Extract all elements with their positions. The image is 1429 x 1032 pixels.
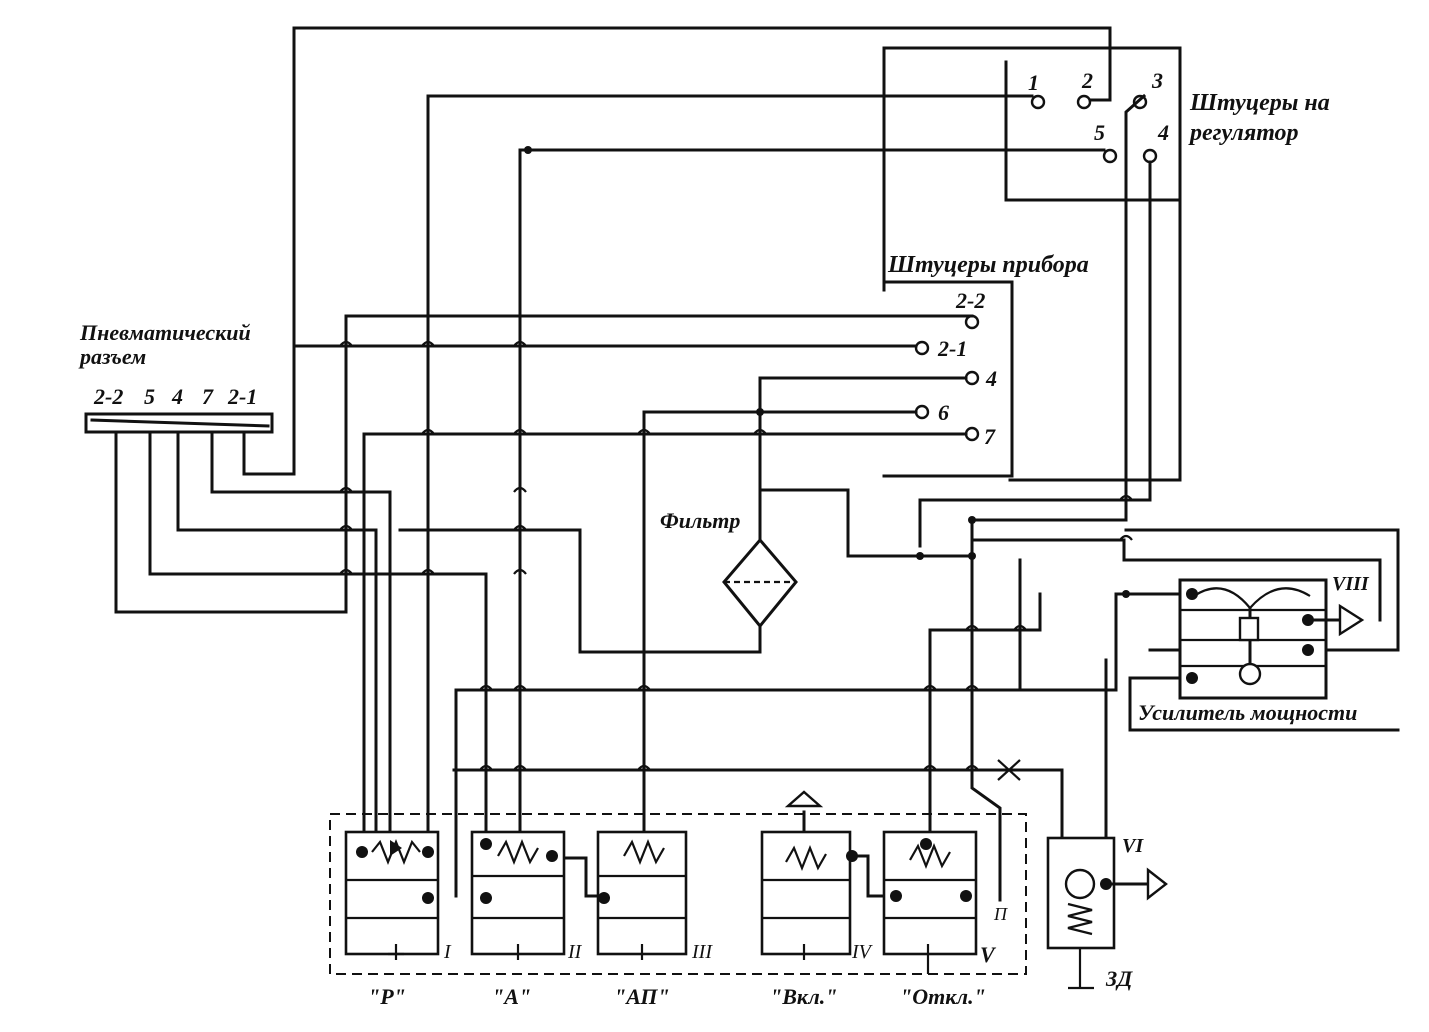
pressure-relay	[1046, 836, 1168, 990]
valve-group-enclosure	[329, 813, 1027, 975]
filter-label: Фильтр	[660, 508, 740, 533]
amplifier-numeral: VIII	[1332, 573, 1370, 595]
connector-pin-4: 4	[171, 384, 183, 409]
valve-V	[882, 830, 978, 974]
connector-pin-2-2: 2-2	[93, 384, 123, 409]
valve-II-caption: "А"	[492, 984, 531, 1009]
device-port-4: 4	[985, 366, 997, 391]
regulator-port-2: 2	[1081, 68, 1093, 93]
connector-pin-2-1: 2-1	[227, 384, 257, 409]
amplifier-label: Усилитель мощности	[1138, 700, 1357, 725]
junction-dots	[524, 146, 1130, 598]
connector-pin-5: 5	[144, 384, 155, 409]
valve-I	[344, 830, 440, 960]
relay-label: ЗД	[1105, 966, 1133, 991]
valve-IV	[760, 790, 858, 960]
valve-numerals: I II III IV V П	[443, 904, 1008, 967]
p-mark: П	[993, 904, 1008, 924]
device-port-labels: 2-2 2-1 4 6 7	[937, 288, 997, 449]
device-port-6: 6	[938, 400, 949, 425]
power-amplifier	[1178, 578, 1365, 700]
valve-IV-numeral: IV	[851, 941, 874, 963]
valve-captions: "Р" "А" "АП" "Вкл." "Откл."	[368, 984, 986, 1009]
valve-III-numeral: III	[691, 941, 713, 963]
regulator-port-3: 3	[1151, 68, 1163, 93]
regulator-port-5: 5	[1094, 120, 1105, 145]
regulator-fittings-title-1: Штуцеры на	[1189, 90, 1330, 116]
valve-IV-caption: "Вкл."	[770, 984, 837, 1009]
device-fittings-box	[882, 280, 1014, 478]
valve-II-numeral: II	[567, 941, 583, 963]
regulator-port-labels: 1 2 3 5 4	[1028, 68, 1169, 145]
valve-III-caption: "АП"	[614, 984, 670, 1009]
regulator-fittings-title-2: регулятор	[1188, 120, 1299, 146]
pneumatic-connector	[84, 412, 274, 434]
connector-pin-7: 7	[202, 384, 214, 409]
regulator-fittings-box	[882, 46, 1182, 482]
device-port-2-1: 2-1	[937, 336, 967, 361]
pneumatic-lines	[114, 26, 1400, 902]
closed-line-mark	[997, 759, 1021, 781]
valve-I-caption: "Р"	[368, 984, 406, 1009]
regulator-port-1: 1	[1028, 70, 1039, 95]
valve-III	[596, 830, 688, 960]
valve-I-numeral: I	[443, 941, 452, 963]
filter-symbol	[722, 537, 798, 629]
connector-pin-labels: 2-2 5 4 7 2-1	[93, 384, 257, 409]
valve-II	[470, 830, 566, 960]
device-fittings-title: Штуцеры прибора	[887, 252, 1089, 278]
device-port-7: 7	[984, 424, 996, 449]
relay-numeral: VI	[1122, 835, 1144, 857]
valve-V-caption: "Откл."	[900, 984, 986, 1009]
connector-title-1: Пневматический	[79, 320, 251, 345]
device-port-2-2: 2-2	[955, 288, 985, 313]
crossover-humps	[339, 340, 1133, 771]
connector-title-2: разъем	[78, 344, 146, 369]
regulator-port-4: 4	[1157, 120, 1169, 145]
valve-V-numeral: V	[980, 942, 997, 967]
